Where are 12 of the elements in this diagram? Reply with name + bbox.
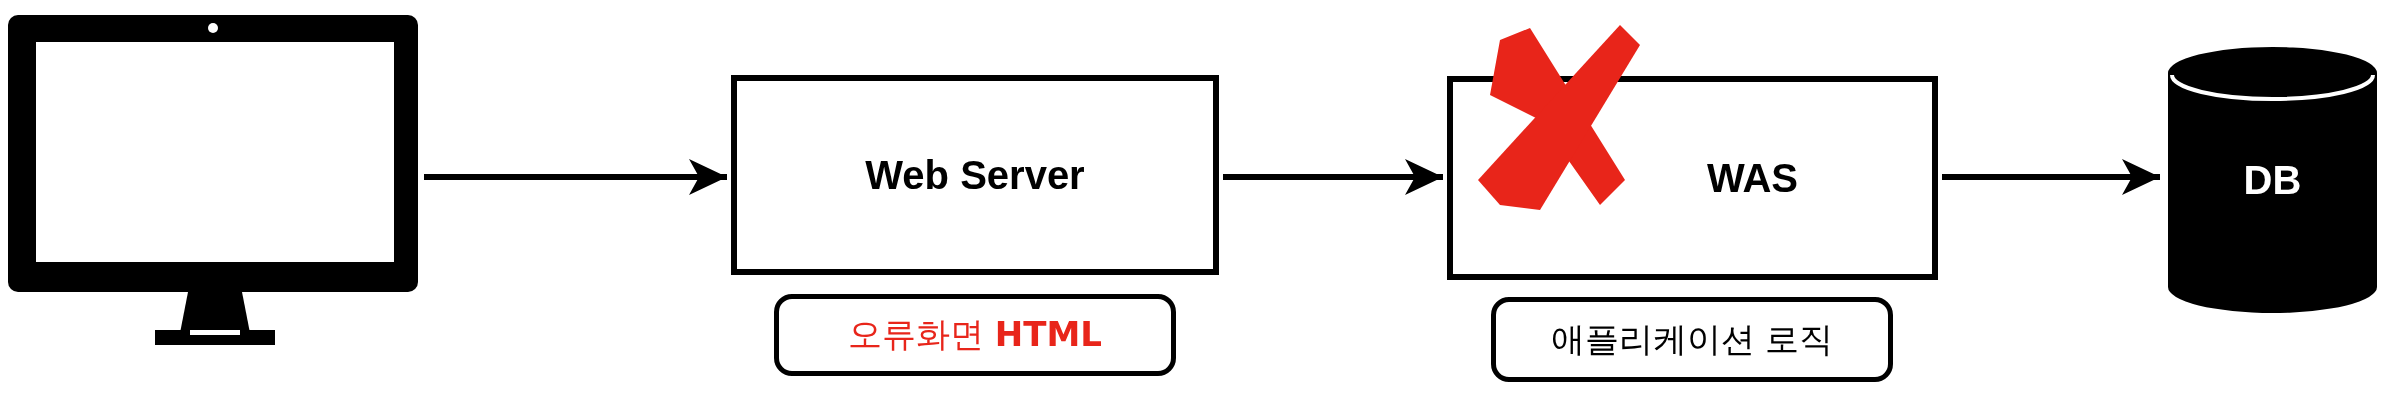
arrow [1942,159,2160,195]
note-box [1491,297,1893,382]
box-label: 애플리케이션 로직 [1550,317,1834,361]
process-box [731,75,1219,275]
box-label: 오류화면 HTML [848,313,1102,356]
process-box [1447,76,1938,280]
arrow [424,159,727,195]
note-box [774,294,1176,376]
box-label: Web Server [865,152,1085,198]
arrow [1223,159,1443,195]
box-label: DB [2243,157,2302,203]
box-label: WAS [1706,155,1799,201]
